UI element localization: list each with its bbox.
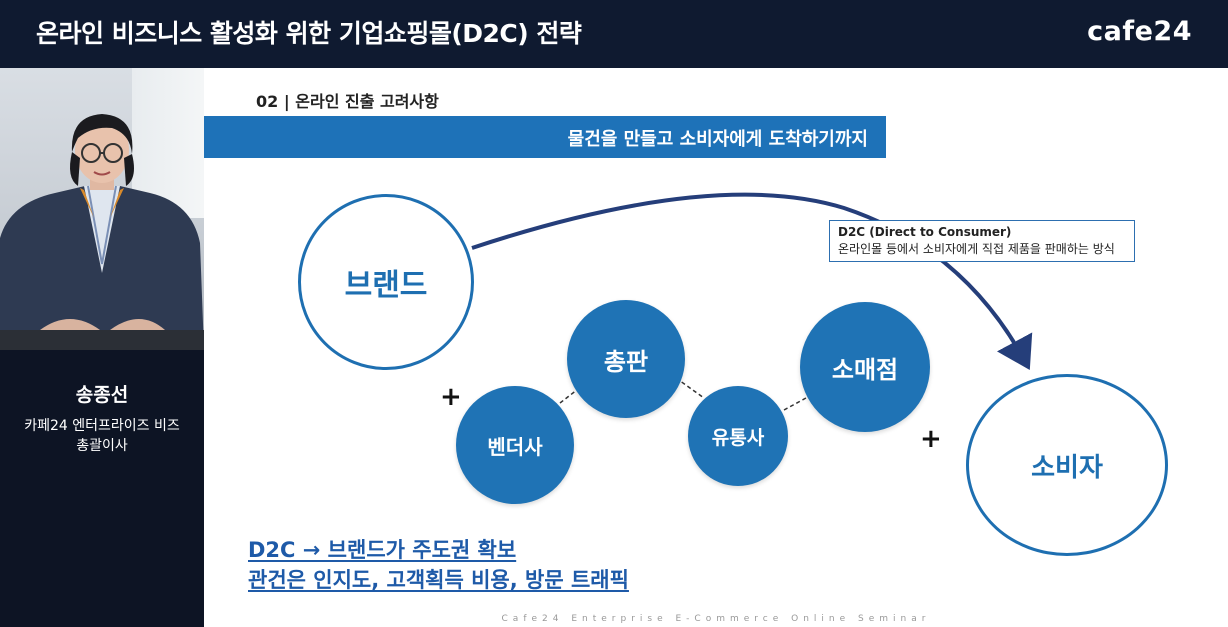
speaker-video <box>0 68 204 350</box>
node-vendor: 벤더사 <box>456 386 574 504</box>
node-distributor-label: 총판 <box>604 342 648 377</box>
seminar-footer: Cafe24 Enterprise E-Commerce Online Semi… <box>204 614 1228 624</box>
node-consumer: 소비자 <box>966 374 1168 556</box>
slide: 02 | 온라인 진출 고려사항 물건을 만들고 소비자에게 도착하기까지 브랜… <box>204 68 1228 627</box>
speaker-panel: 송종선 카페24 엔터프라이즈 비즈 총괄이사 <box>0 68 204 627</box>
plus-right: + <box>920 424 942 454</box>
node-retailer: 소매점 <box>800 302 930 432</box>
d2c-callout-title: D2C (Direct to Consumer) <box>838 224 1126 241</box>
header-bar: 온라인 비즈니스 활성화 위한 기업쇼핑몰(D2C) 전략 cafe24 <box>0 0 1228 68</box>
plus-left: + <box>440 382 462 412</box>
speaker-name: 송종선 <box>0 380 204 407</box>
speaker-title-line-2: 총괄이사 <box>0 436 204 456</box>
d2c-callout: D2C (Direct to Consumer) 온라인몰 등에서 소비자에게 … <box>829 220 1135 262</box>
link-logistics-retailer <box>784 398 806 410</box>
presentation-title: 온라인 비즈니스 활성화 위한 기업쇼핑몰(D2C) 전략 <box>36 14 581 50</box>
d2c-callout-desc: 온라인몰 등에서 소비자에게 직접 제품을 판매하는 방식 <box>838 241 1126 258</box>
takeaway-line-1: D2C → 브랜드가 주도권 확보 <box>248 534 516 564</box>
takeaway-line-2: 관건은 인지도, 고객획득 비용, 방문 트래픽 <box>248 564 629 594</box>
node-retailer-label: 소매점 <box>832 350 898 385</box>
node-distributor: 총판 <box>567 300 685 418</box>
speaker-title-line-1: 카페24 엔터프라이즈 비즈 <box>0 416 204 436</box>
node-vendor-label: 벤더사 <box>487 431 542 460</box>
node-logistics-label: 유통사 <box>712 423 764 450</box>
speaker-figure <box>0 68 204 350</box>
cafe24-logo: cafe24 <box>1087 16 1192 47</box>
node-brand: 브랜드 <box>298 194 474 370</box>
speaker-title: 카페24 엔터프라이즈 비즈 총괄이사 <box>0 416 204 456</box>
node-brand-label: 브랜드 <box>345 260 428 304</box>
desk <box>0 330 204 350</box>
node-consumer-label: 소비자 <box>1031 447 1103 484</box>
node-logistics: 유통사 <box>688 386 788 486</box>
